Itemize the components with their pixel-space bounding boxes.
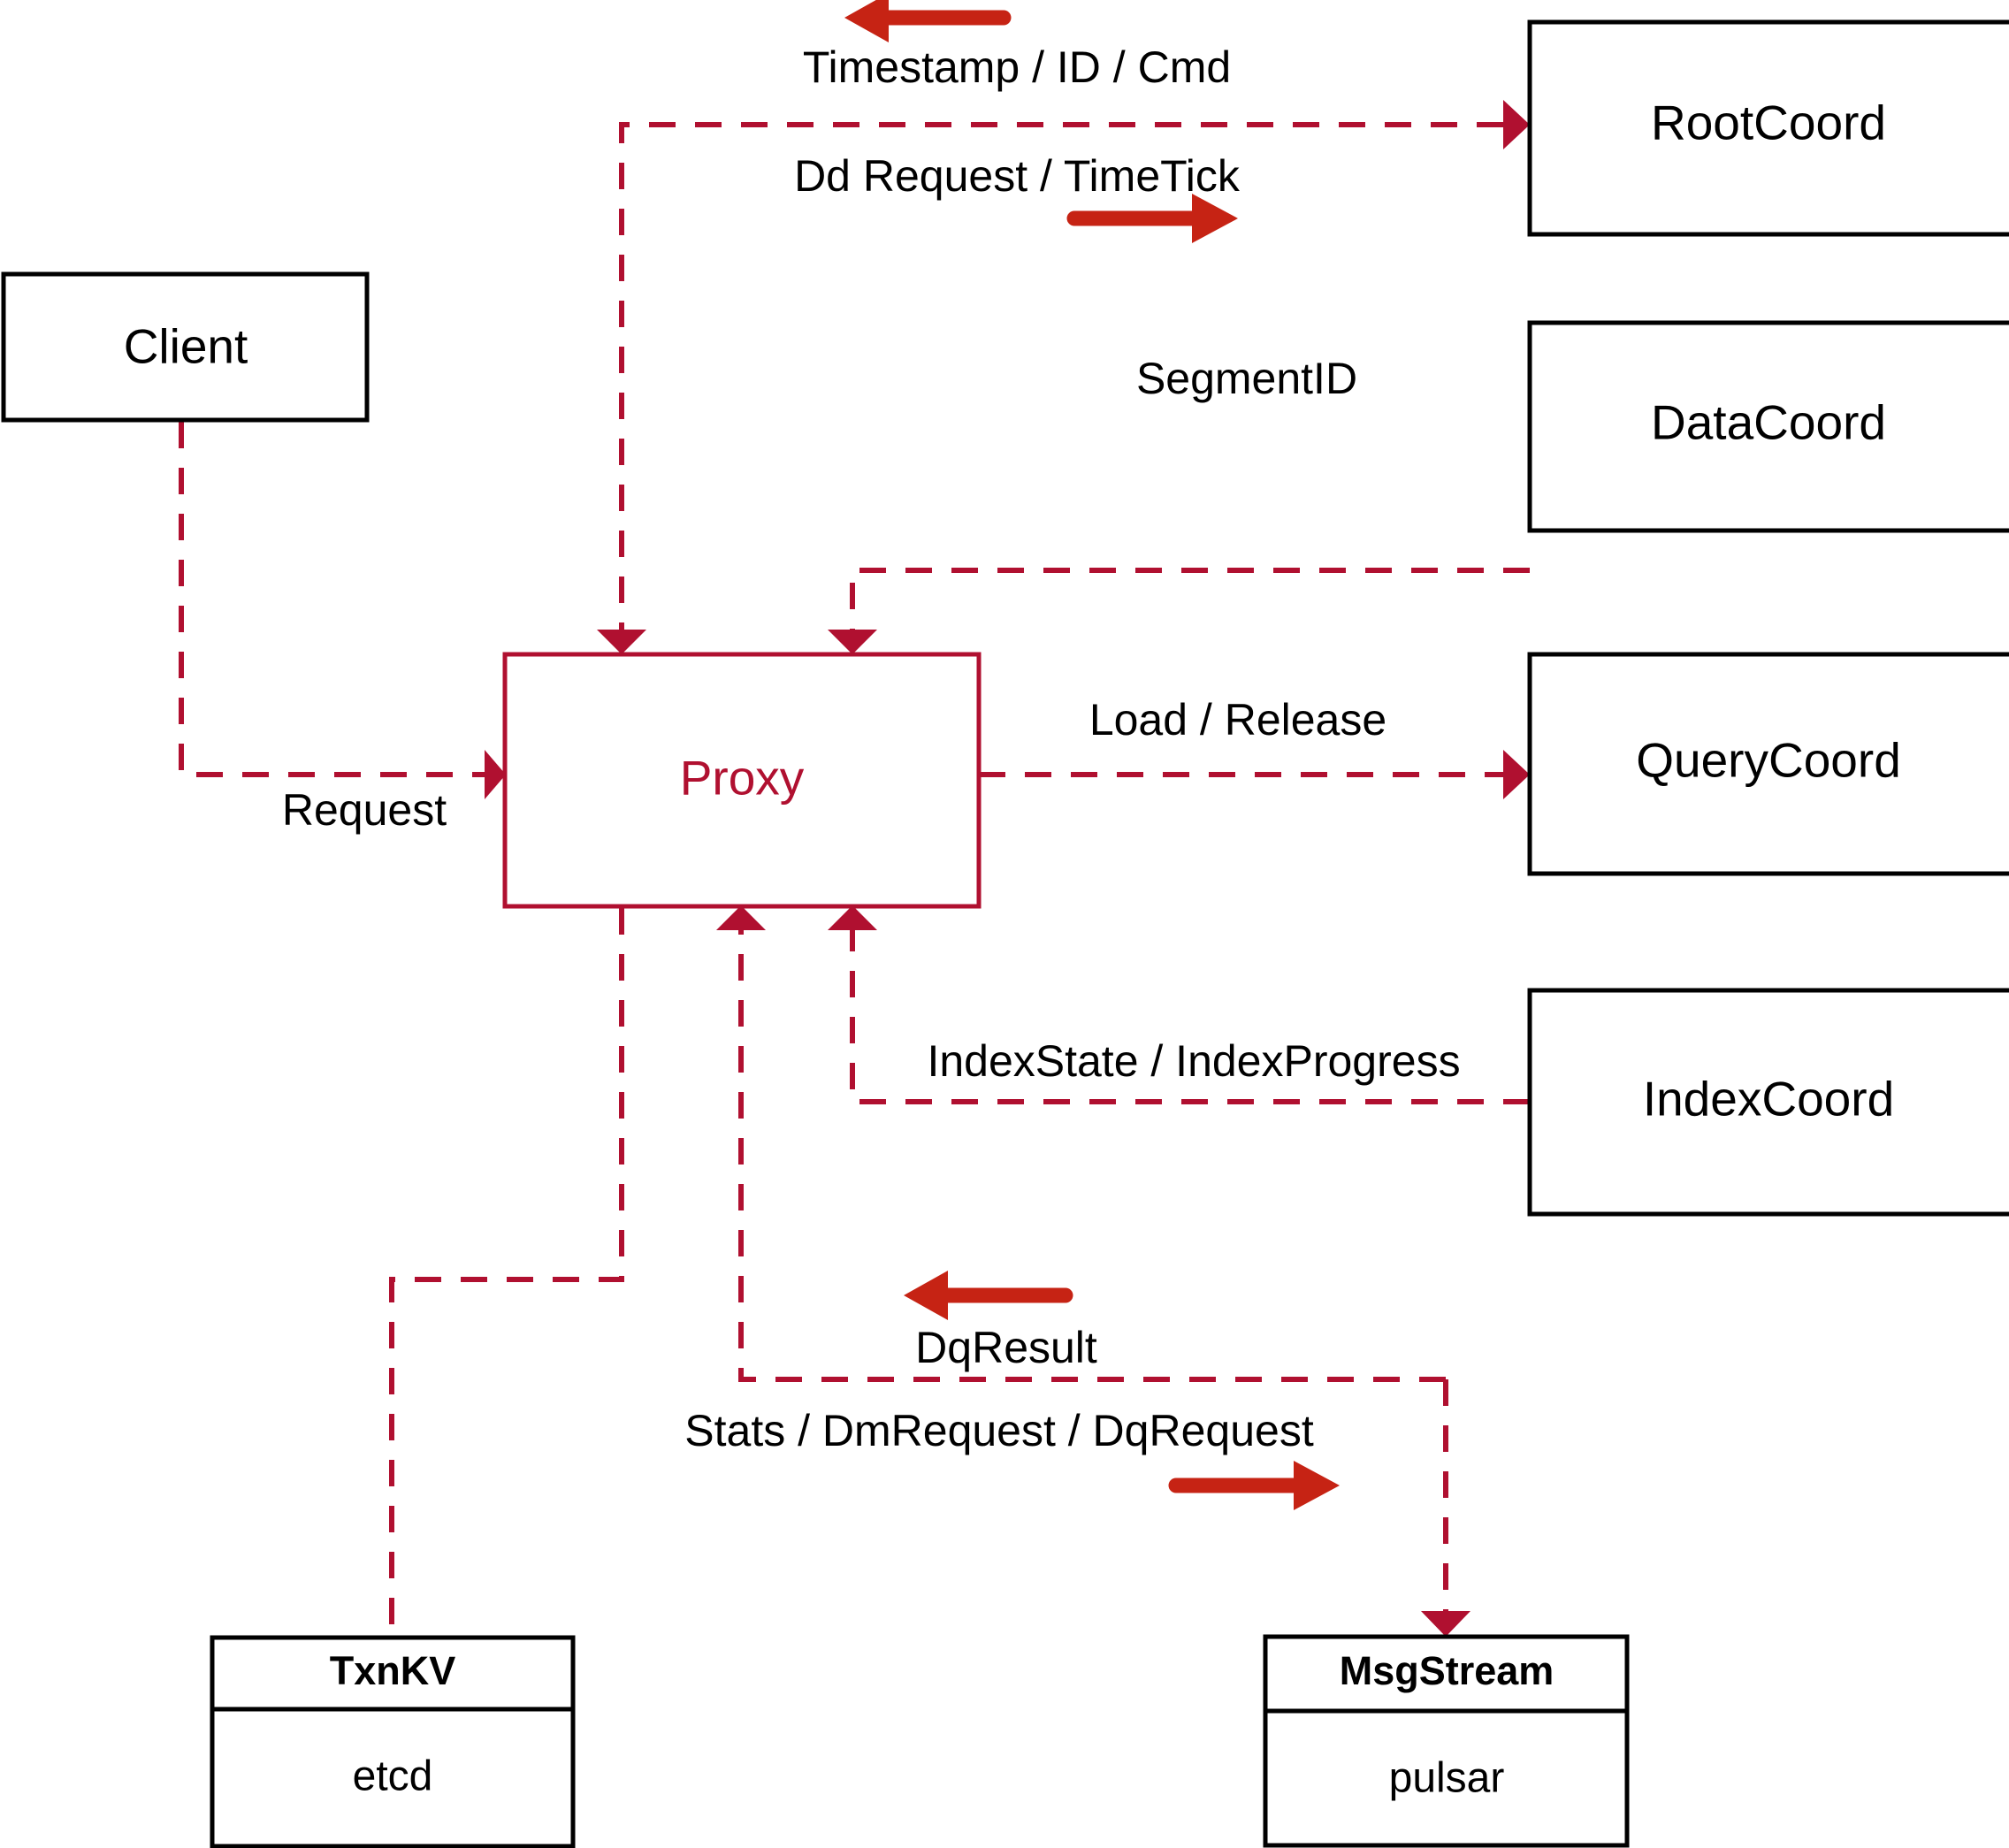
edge-proxy-to-rootcoord — [1503, 100, 1530, 149]
edge-label-request: Request — [282, 785, 447, 835]
edge-path-client-to-proxy — [179, 422, 485, 777]
node-indexcoord[interactable]: IndexCoord — [1527, 988, 2009, 1217]
node-querycoord-label: QueryCoord — [1636, 733, 1901, 788]
arrow-head-right — [1294, 1461, 1340, 1510]
direction-arrow-stats-dmrequest-dqrequest — [1168, 1461, 1340, 1510]
edge-path-rootcoord-to-proxy — [619, 122, 1503, 630]
edge-msgstream-to-proxy — [716, 905, 1446, 1382]
node-proxy[interactable]: Proxy — [502, 652, 982, 909]
node-rootcoord-box[interactable] — [1527, 19, 2009, 237]
edge-label-stats-dmrequest-dqrequest: Stats / DmRequest / DqRequest — [684, 1406, 1314, 1455]
arrowhead-into-proxy-top-right — [828, 630, 877, 654]
arrowhead-into-proxy-top-left — [597, 630, 646, 654]
node-msgstream[interactable]: MsgStream pulsar — [1263, 1634, 1630, 1848]
arrowhead-into-msgstream — [1421, 1611, 1470, 1637]
node-msgstream-label: MsgStream — [1340, 1648, 1554, 1693]
node-client-label: Client — [124, 319, 248, 374]
edge-path-datacoord-to-proxy — [850, 568, 1530, 630]
node-proxy-box[interactable] — [502, 652, 982, 909]
arrow-head-right — [1192, 194, 1238, 243]
edge-label-load-release: Load / Release — [1089, 695, 1386, 745]
edge-datacoord-to-proxy — [828, 568, 1530, 654]
node-txnkv-box[interactable] — [210, 1635, 576, 1848]
edge-path-msgstream-to-proxy — [738, 930, 1446, 1382]
edge-label-dqresult: DqResult — [915, 1323, 1097, 1372]
node-client[interactable]: Client — [1, 271, 370, 423]
arrow-head-left — [844, 0, 889, 42]
node-rootcoord-label: RootCoord — [1651, 95, 1886, 150]
node-txnkv-label: TxnKV — [330, 1648, 456, 1693]
edge-label-segmentid: SegmentID — [1136, 354, 1357, 403]
node-txnkv-impl-label: etcd — [353, 1753, 433, 1800]
direction-arrow-dqresult — [904, 1271, 1073, 1320]
node-datacoord[interactable]: DataCoord — [1527, 320, 2009, 533]
edge-proxy-to-msgstream — [1421, 1379, 1470, 1637]
node-client-box[interactable] — [1, 271, 370, 423]
node-datacoord-label: DataCoord — [1651, 395, 1886, 450]
node-msgstream-impl-label: pulsar — [1389, 1755, 1505, 1802]
direction-arrow-timestamp-id-cmd — [844, 0, 1012, 42]
node-txnkv[interactable]: TxnKV etcd — [210, 1635, 576, 1848]
arrowhead-into-proxy-left — [485, 750, 506, 799]
edge-path-proxy-to-txnkv — [389, 908, 624, 1638]
edge-client-to-proxy — [179, 422, 506, 799]
node-indexcoord-box[interactable] — [1527, 988, 2009, 1217]
edge-rootcoord-to-proxy — [597, 122, 1503, 654]
node-querycoord[interactable]: QueryCoord — [1527, 652, 2009, 876]
node-rootcoord[interactable]: RootCoord — [1527, 19, 2009, 237]
node-querycoord-box[interactable] — [1527, 652, 2009, 876]
edge-indexcoord-to-proxy — [828, 905, 1530, 1104]
arrowhead-into-rootcoord — [1503, 100, 1530, 149]
edge-proxy-to-querycoord — [979, 750, 1530, 799]
node-msgstream-box[interactable] — [1263, 1634, 1630, 1848]
arrowhead-into-proxy-bottom-right — [828, 905, 877, 930]
edge-label-dd-request-timetick: Dd Request / TimeTick — [794, 151, 1241, 201]
direction-arrow-dd-request-timetick — [1066, 194, 1238, 243]
arrowhead-into-querycoord — [1503, 750, 1530, 799]
edge-label-timestamp-id-cmd: Timestamp / ID / Cmd — [803, 42, 1231, 92]
arrow-head-left — [904, 1271, 948, 1320]
arrowhead-into-proxy-bottom-middle — [716, 905, 766, 930]
node-datacoord-box[interactable] — [1527, 320, 2009, 533]
edge-label-indexstate-indexprogress: IndexState / IndexProgress — [927, 1036, 1460, 1086]
node-proxy-label: Proxy — [680, 751, 805, 806]
node-indexcoord-label: IndexCoord — [1643, 1072, 1894, 1126]
edge-path-indexcoord-to-proxy — [850, 930, 1530, 1104]
edge-proxy-to-txnkv — [389, 908, 624, 1638]
